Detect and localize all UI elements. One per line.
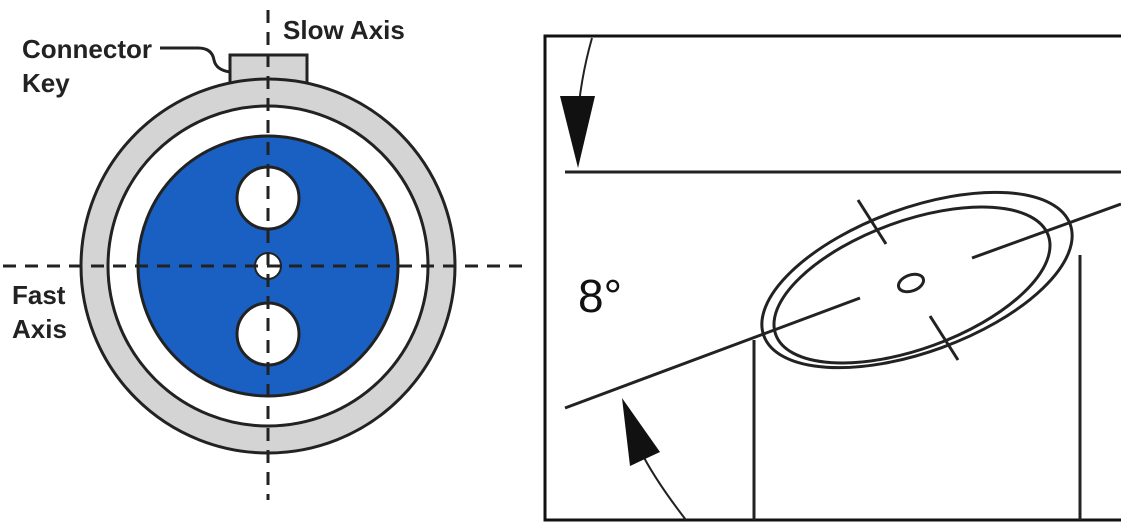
face-tick-top [856, 199, 888, 245]
detail-frame [543, 34, 1121, 522]
angle-label: 8° [578, 270, 622, 322]
connector-key-label-line1: Connector [22, 34, 152, 64]
connector-key-label-line2: Key [22, 68, 70, 98]
connector-key-leader [160, 46, 231, 74]
lower-angle-arc [639, 449, 687, 521]
fast-axis-label-line2: Axis [12, 314, 67, 344]
face-core [896, 272, 926, 294]
slow-axis-label: Slow Axis [283, 15, 405, 45]
angled-plane-line-right [971, 202, 1121, 260]
lower-arrowhead [622, 398, 660, 466]
face-tick-bottom [928, 315, 960, 361]
angled-plane-line-left [564, 296, 861, 410]
connector-end-face: Connector Key Slow Axis Fast Axis [3, 10, 525, 500]
fast-axis-label-line1: Fast [12, 280, 66, 310]
upper-arrowhead [560, 96, 595, 168]
end-face-polished [772, 205, 1052, 365]
angled-polish-view: 8° [543, 34, 1121, 522]
stress-rod-bottom [235, 301, 301, 367]
key-seam-cover [233, 85, 304, 99]
